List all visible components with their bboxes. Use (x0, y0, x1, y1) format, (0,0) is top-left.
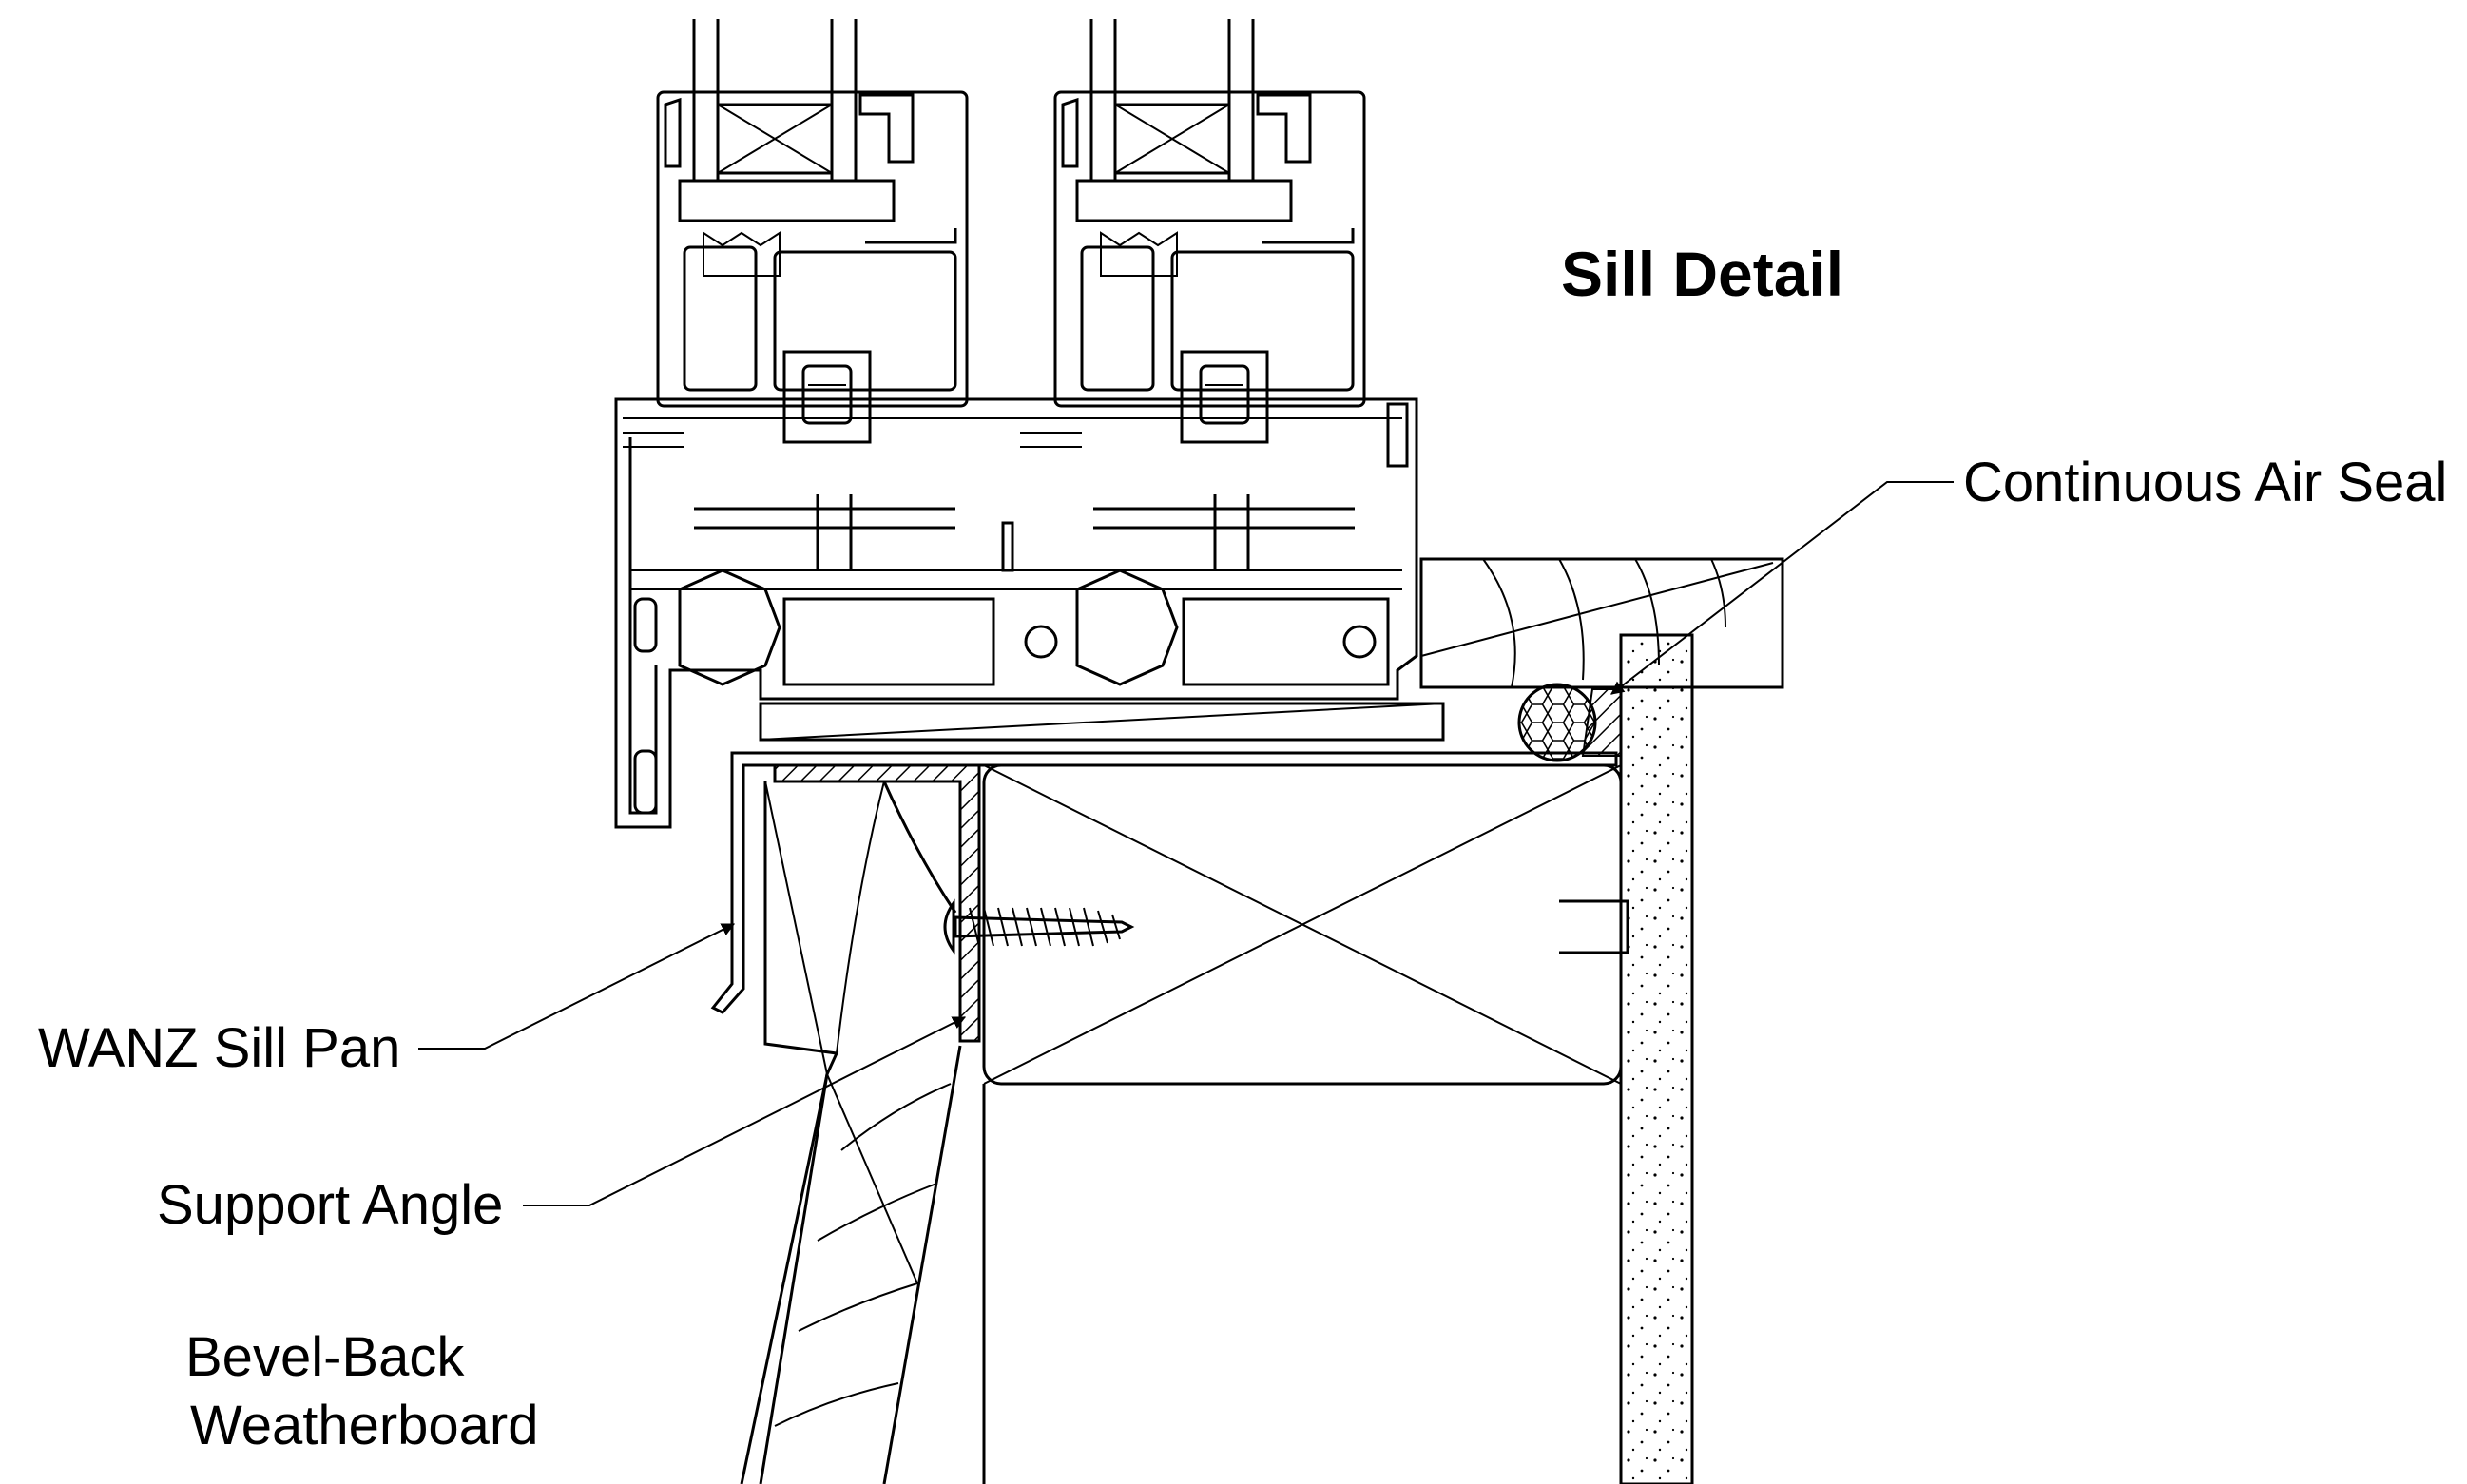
label-sill-pan: WANZ Sill Pan (38, 1017, 401, 1079)
interior-sill-board (1419, 557, 1784, 689)
timber-trimmer (982, 763, 1629, 1484)
interior-wall-lining (1619, 633, 1694, 1484)
fixing-screw (943, 898, 1135, 955)
label-support-angle: Support Angle (157, 1174, 504, 1236)
label-weatherboard-line2: Weatherboard (190, 1395, 539, 1456)
diagram-title: Sill Detail (1561, 239, 1844, 309)
label-continuous-air-seal: Continuous Air Seal (1963, 452, 2448, 513)
window-sash-left (656, 19, 969, 444)
window-frame-sill (614, 397, 1445, 829)
support-angle (773, 763, 981, 1043)
leader-lines (418, 481, 1954, 1206)
wanz-sill-pan (710, 751, 1618, 1014)
bevel-back-weatherboard (740, 781, 962, 1484)
continuous-air-seal (1517, 683, 1622, 762)
window-sash-right (1053, 19, 1366, 444)
label-weatherboard-line1: Bevel-Back (185, 1326, 465, 1388)
